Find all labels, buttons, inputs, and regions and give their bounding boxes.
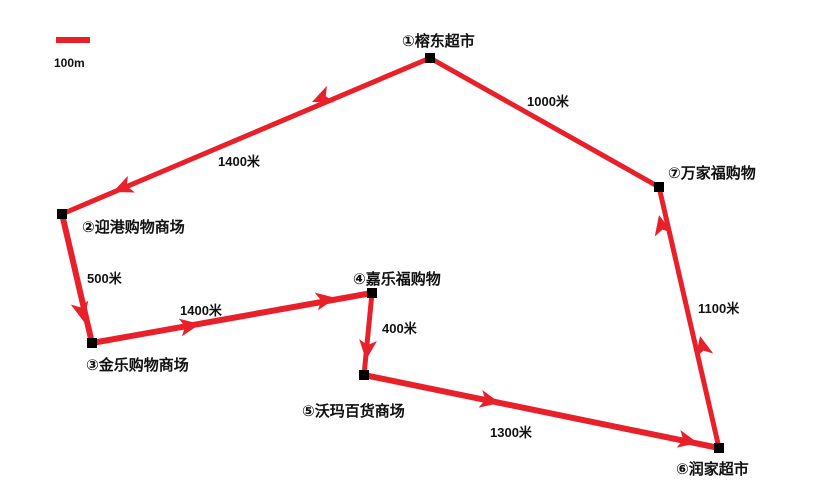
arrow-icon xyxy=(113,175,135,193)
direction-arrows xyxy=(70,85,714,448)
stop-marker-wanjia xyxy=(654,182,664,192)
route-segment-4-5 xyxy=(361,290,375,378)
arrow-icon xyxy=(654,215,673,237)
stop-marker-dongge xyxy=(425,53,435,63)
scale-bar-label: 100m xyxy=(54,56,85,70)
stop-marker-yinggang xyxy=(57,209,67,219)
stop-marker-runjia xyxy=(714,443,724,453)
arrow-icon xyxy=(178,318,200,337)
route-segment-6-7 xyxy=(656,184,722,451)
stop-label-jiale: ④嘉乐福购物 xyxy=(353,270,441,288)
arrow-icon xyxy=(70,300,89,322)
scale-bar: 100m xyxy=(54,37,90,70)
stop-marker-woma xyxy=(359,370,369,380)
stop-marker-jiale xyxy=(367,288,377,298)
distance-labels: 1400米 500米 1400米 400米 1300米 1100米 1000米 xyxy=(87,94,740,440)
arrow-icon xyxy=(359,339,378,360)
distance-label: 1400米 xyxy=(218,154,261,169)
stop-labels: ①榕东超市 ②迎港购物商场 ③金乐购物商场 ④嘉乐福购物 ⑤沃玛百货商场 ⑥润家… xyxy=(82,32,756,478)
arrow-icon xyxy=(695,336,714,358)
stop-label-dongge: ①榕东超市 xyxy=(402,32,475,50)
stop-markers xyxy=(57,53,724,453)
route-segment-7-1 xyxy=(427,55,662,190)
distance-label: 1400米 xyxy=(180,303,223,318)
arrow-icon xyxy=(312,85,334,103)
arrow-icon xyxy=(478,390,500,408)
route-segment-5-6 xyxy=(361,372,722,451)
stop-marker-jinle xyxy=(87,338,97,348)
scale-bar-line xyxy=(56,37,90,43)
stop-label-yinggang: ②迎港购物商场 xyxy=(82,218,185,236)
distance-label: 500米 xyxy=(87,271,123,286)
stop-label-wanjia: ⑦万家福购物 xyxy=(668,164,756,182)
distance-label: 1300米 xyxy=(490,425,533,440)
distance-label: 1000米 xyxy=(527,94,570,109)
distance-label: 1100米 xyxy=(698,301,740,316)
arrow-icon xyxy=(314,292,336,311)
arrow-icon xyxy=(676,430,698,448)
distance-label: 400米 xyxy=(382,321,418,336)
route-lines xyxy=(59,55,722,451)
stop-label-runjia: ⑥润家超市 xyxy=(676,460,749,478)
route-segment-2-3 xyxy=(59,211,95,346)
stop-label-woma: ⑤沃玛百货商场 xyxy=(302,402,405,420)
stop-label-jinle: ③金乐购物商场 xyxy=(86,356,189,374)
